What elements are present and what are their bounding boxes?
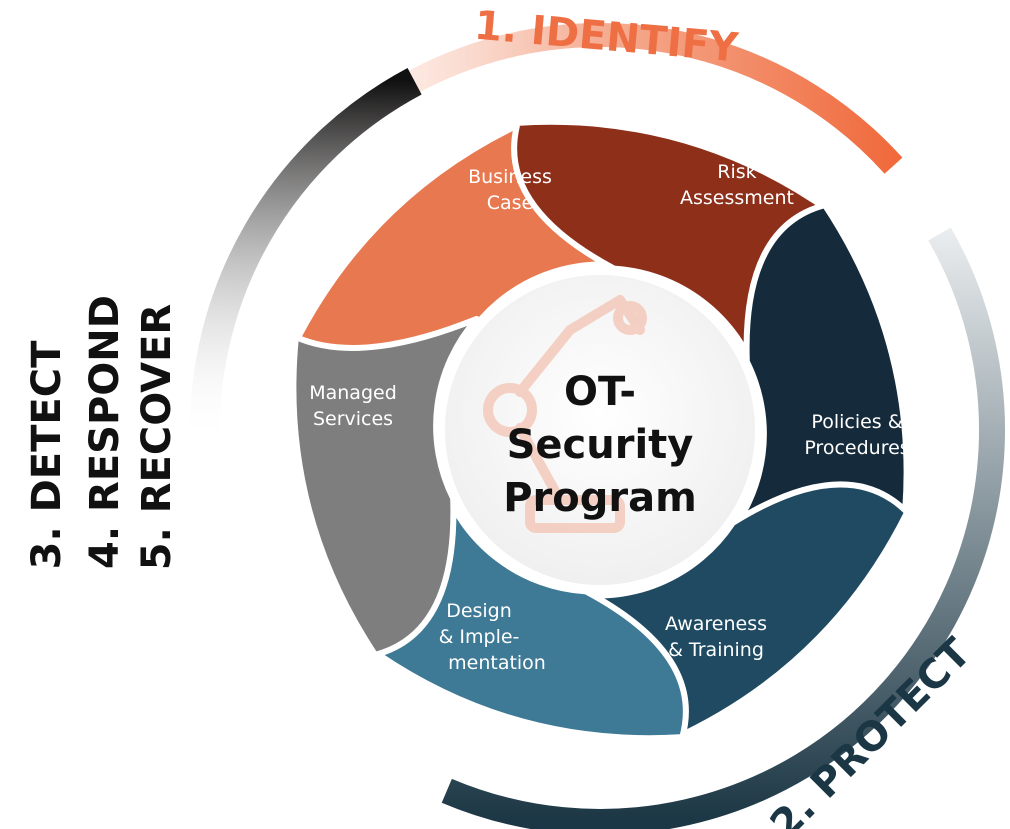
center-disc bbox=[439, 269, 761, 591]
phase-identify-label: 1. IDENTIFY bbox=[472, 3, 740, 72]
risk-assessment-label-2: Assessment bbox=[680, 187, 794, 209]
design-implementation-label-2: & Imple- bbox=[439, 626, 520, 648]
policies-procedures-label-1: Policies & bbox=[811, 411, 902, 433]
segments bbox=[289, 117, 911, 743]
detect-respond-recover-arc bbox=[189, 67, 422, 445]
design-implementation-label-1: Design bbox=[446, 600, 512, 622]
awareness-training-label-1: Awareness bbox=[665, 613, 767, 635]
center-title-line-2: Security bbox=[507, 422, 694, 468]
awareness-training-label-2: & Training bbox=[668, 639, 764, 661]
protect-arc bbox=[441, 227, 1005, 829]
managed-services-label-2: Services bbox=[313, 408, 393, 430]
center-title-line-3: Program bbox=[503, 475, 697, 521]
managed-services-label-1: Managed bbox=[309, 382, 397, 404]
phase-detect-label: 3. DETECT bbox=[24, 340, 70, 569]
business-case-label-2: Case bbox=[487, 192, 534, 214]
segment-managed-services bbox=[290, 315, 480, 658]
risk-assessment-label-1: Risk bbox=[717, 161, 756, 183]
phase-recover-label: 5. RECOVER bbox=[134, 304, 180, 570]
business-case-label-1: Business bbox=[468, 166, 552, 188]
phase-respond-label: 4. RESPOND bbox=[82, 295, 128, 569]
policies-procedures-label-2: Procedures bbox=[804, 437, 909, 459]
center-title-line-1: OT- bbox=[564, 369, 636, 415]
robot-arm-icon bbox=[483, 295, 647, 533]
design-implementation-label-3: mentation bbox=[448, 652, 546, 674]
